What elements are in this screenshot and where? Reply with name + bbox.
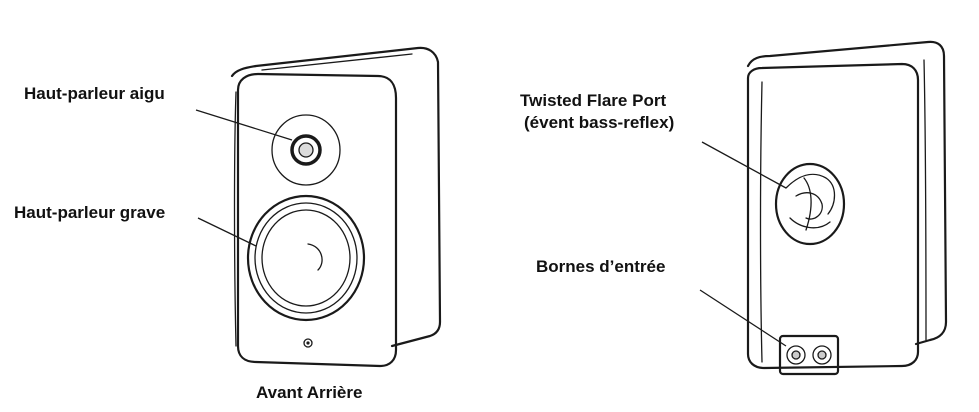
twisted-flare-port: [774, 162, 846, 246]
woofer-unit: [246, 194, 366, 322]
rear-speaker-rear-face: [746, 62, 920, 370]
rear-speaker-cabinet-depth: [746, 40, 948, 346]
rear-speaker-side-edge: [923, 59, 927, 341]
label-port-line1: Twisted Flare Port: [520, 91, 666, 110]
power-indicator: [303, 338, 313, 348]
leader-woofer: [197, 217, 257, 247]
tweeter-unit: [271, 114, 341, 186]
label-woofer: Haut-parleur grave: [14, 203, 165, 222]
caption: Avant Arrière: [256, 383, 362, 402]
leader-terminals: [699, 289, 787, 347]
rear-speaker-edge-line: [759, 81, 763, 363]
front-speaker-front-face: [236, 72, 398, 368]
front-speaker: [230, 46, 442, 368]
label-port-line2: (évent bass-reflex): [524, 113, 674, 132]
front-speaker-top-edge: [261, 53, 413, 71]
leader-tweeter: [195, 109, 293, 141]
leader-port: [701, 141, 787, 189]
label-terminals: Bornes d’entrée: [536, 257, 665, 276]
rear-speaker: [746, 40, 948, 376]
front-speaker-cabinet-depth: [230, 46, 442, 348]
label-tweeter: Haut-parleur aigu: [24, 84, 165, 103]
input-terminals: [778, 334, 840, 376]
front-speaker-edge-line: [233, 91, 237, 347]
